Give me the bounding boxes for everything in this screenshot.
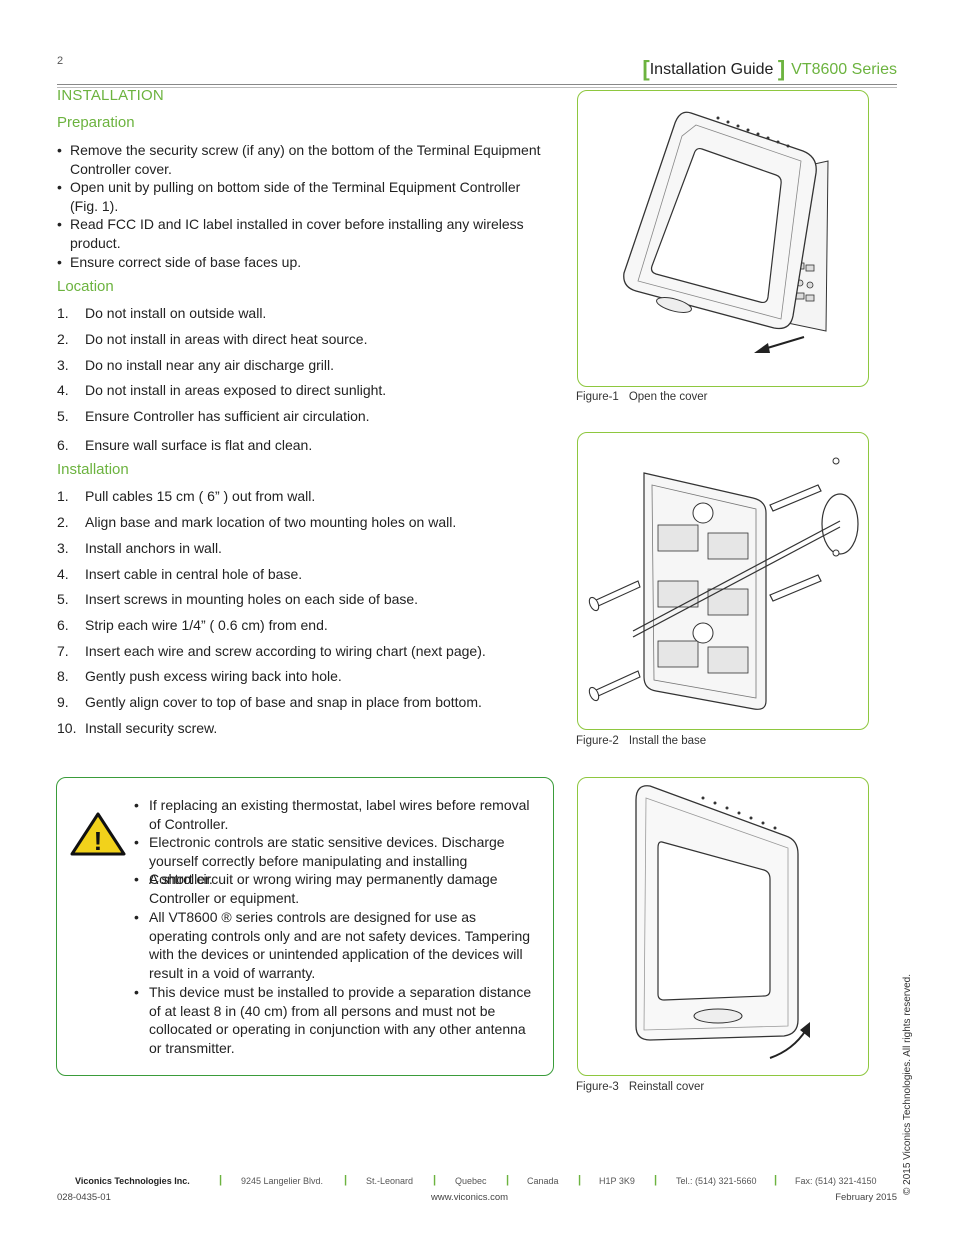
list-item: •Open unit by pulling on bottom side of … [57, 179, 521, 214]
footer-website[interactable]: www.viconics.com [431, 1192, 509, 1203]
list-item: 4.Insert cable in central hole of base. [57, 566, 303, 582]
list-item: •All VT8600 ® series controls are design… [134, 909, 531, 981]
location-title: Location [57, 278, 114, 295]
footer-separator: | [774, 1174, 778, 1186]
list-item: 1.Pull cables 15 cm ( 6” ) out from wall… [57, 488, 316, 504]
warning-mark: ! [94, 826, 103, 856]
header-series: VT8600 Series [791, 61, 897, 78]
base-installation-illustration [588, 457, 859, 710]
list-item: •If replacing an existing thermostat, la… [134, 797, 530, 832]
footer-separator: | [506, 1174, 510, 1186]
footer-separator: | [578, 1174, 582, 1186]
list-item: 2.Align base and mark location of two mo… [57, 514, 457, 530]
footer-tel: Tel.: (514) 321-5660 [676, 1176, 757, 1186]
page-header: [Installation Guide ] VT8600 Series [642, 56, 897, 82]
list-item: 3.Install anchors in wall. [57, 540, 222, 556]
copyright-notice: © 2015 Viconics Technologies. All rights… [902, 973, 913, 1195]
list-item: 5.Insert screws in mounting holes on eac… [57, 591, 419, 607]
list-item: 7.Insert each wire and screw according t… [57, 643, 486, 659]
footer-country: Canada [527, 1176, 559, 1186]
list-item: •Ensure correct side of base faces up. [57, 254, 302, 270]
footer-fax: Fax: (514) 321-4150 [795, 1176, 877, 1186]
footer-city: St.-Leonard [366, 1176, 414, 1186]
list-item: 9.Gently align cover to top of base and … [57, 694, 482, 710]
list-item: •This device must be installed to provid… [134, 984, 532, 1056]
list-item: 6.Strip each wire 1/4” ( 0.6 cm) from en… [57, 617, 328, 633]
figure-2-box [577, 432, 869, 730]
list-item: 8.Gently push excess wiring back into ho… [57, 668, 342, 684]
footer-province: Quebec [455, 1176, 487, 1186]
footer-separator: | [433, 1174, 437, 1186]
page-number: 2 [57, 55, 64, 67]
header-title: Installation Guide [649, 61, 774, 78]
list-item: 5.Ensure Controller has sufficient air c… [57, 408, 370, 424]
bracket-right: ] [777, 56, 786, 81]
header-rule [57, 84, 897, 85]
installation-title: Installation [57, 461, 129, 478]
footer-separator: | [219, 1174, 223, 1186]
list-item: 4.Do not install in areas exposed to dir… [57, 382, 387, 398]
list-item: 6.Ensure wall surface is flat and clean. [57, 437, 313, 453]
figure-3-box [577, 777, 869, 1076]
figure-1-box [577, 90, 869, 387]
footer-separator: | [654, 1174, 658, 1186]
footer-address: 9245 Langelier Blvd. [241, 1176, 324, 1186]
list-item: 3.Do no install near any air discharge g… [57, 357, 335, 373]
list-item: 1.Do not install on outside wall. [57, 305, 267, 321]
footer-separator: | [344, 1174, 348, 1186]
header-rule-secondary [57, 87, 897, 88]
footer-postal: H1P 3K9 [599, 1176, 635, 1186]
warning-triangle-icon: ! [70, 812, 126, 856]
thermostat-open-illustration [623, 111, 829, 353]
footer-date: February 2015 [835, 1192, 897, 1203]
list-item: 2.Do not install in areas with direct he… [57, 331, 368, 347]
list-item: •Read FCC ID and IC label installed in c… [57, 216, 524, 251]
section-title: INSTALLATION [57, 87, 164, 104]
bracket-left: [ [642, 56, 650, 81]
list-item: 10.Install security screw. [57, 720, 218, 736]
warning-box [56, 777, 554, 1076]
list-item: •Electronic controls are static sensitiv… [134, 834, 505, 888]
list-item: •Remove the security screw (if any) on t… [57, 142, 541, 177]
preparation-title: Preparation [57, 114, 135, 131]
footer-doc-number: 028-0435-01 [57, 1192, 111, 1203]
thermostat-closed-illustration [635, 785, 810, 1059]
footer-company: Viconics Technologies Inc. [75, 1176, 190, 1186]
list-item: •A short circuit or wrong wiring may per… [134, 871, 498, 906]
